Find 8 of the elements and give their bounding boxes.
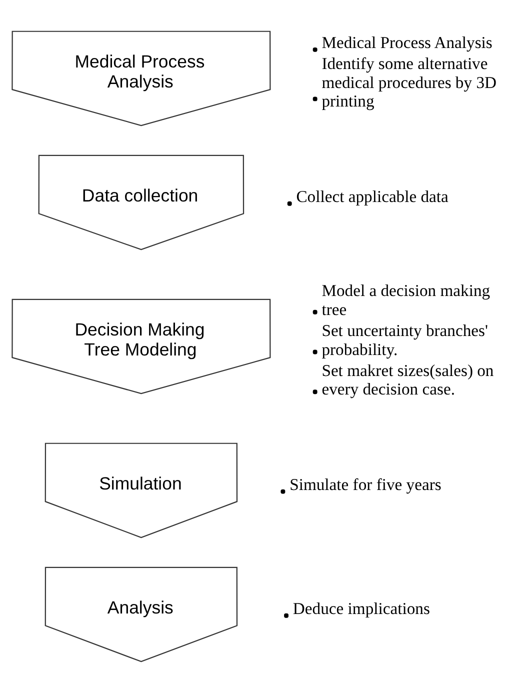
node-label: Model a decision making tree — [322, 281, 490, 319]
node-label: Simulate for five years — [290, 474, 442, 494]
node-label: Identify some alternative medical procedures by 3D printing — [322, 54, 497, 111]
node-label: Set makret sizes(sales) on every decision case. — [322, 360, 494, 399]
node-label: Set uncertainty branches' probability. — [322, 320, 488, 359]
node-label: Deduce implications — [292, 598, 430, 618]
node-label: Medical Process Analysis — [322, 33, 492, 52]
node-label: Collect applicable data — [296, 186, 448, 206]
